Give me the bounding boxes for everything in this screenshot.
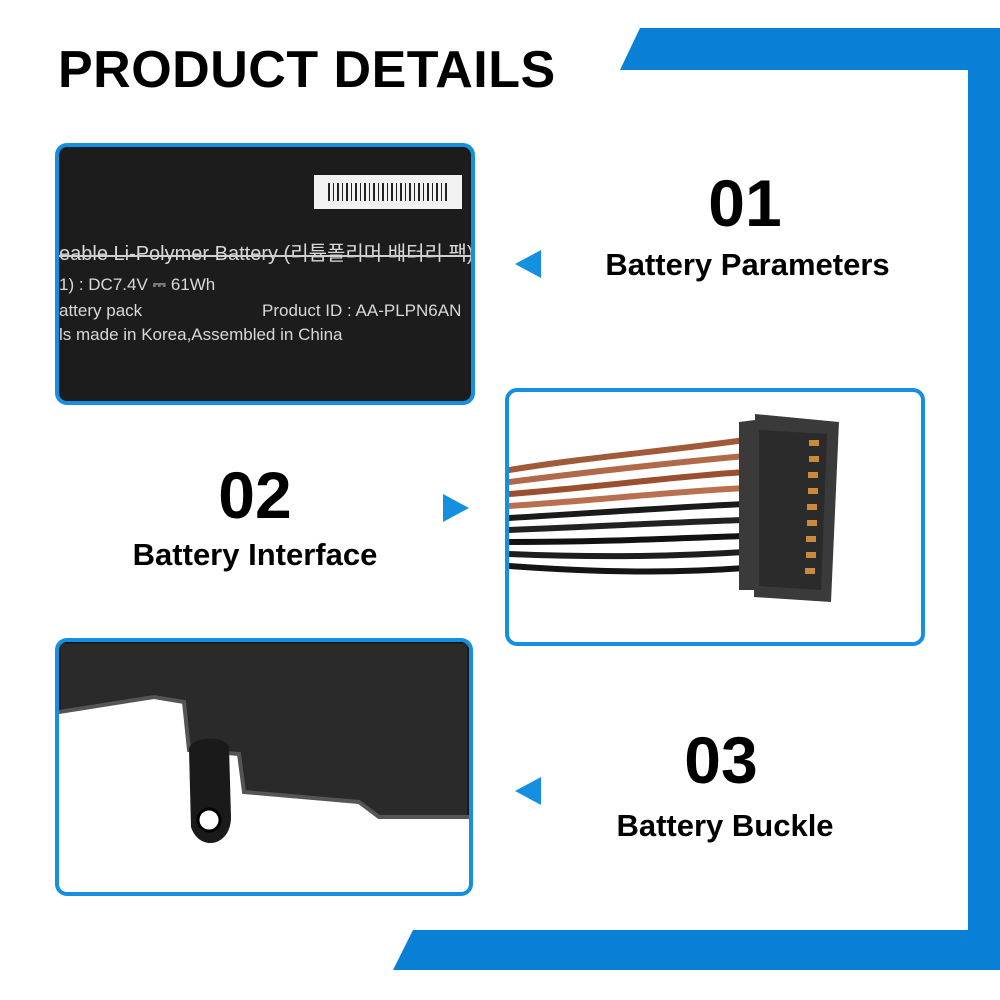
blue-frame-right xyxy=(968,28,1000,970)
label-line-4: ls made in Korea,Assembled in China xyxy=(59,325,343,344)
page-title: PRODUCT DETAILS xyxy=(58,41,556,99)
blue-frame-top xyxy=(620,28,1000,70)
label-line-1: eable Li-Polymer Battery (리튬폴리머 배터리 팩) xyxy=(59,243,474,265)
connector-cable-icon xyxy=(509,414,839,602)
battery-label-photo: eable Li-Polymer Battery (리튬폴리머 배터리 팩) 1… xyxy=(55,143,475,405)
barcode-sticker xyxy=(314,175,462,209)
section-number-03: 03 xyxy=(684,723,758,797)
arrow-right-icon xyxy=(443,494,469,522)
battery-buckle-photo xyxy=(55,638,473,896)
section-label-battery-interface: Battery Interface xyxy=(132,537,378,572)
arrow-left-icon xyxy=(515,250,541,278)
label-line-3-right: Product ID : AA-PLPN6AN xyxy=(262,301,462,320)
battery-interface-photo xyxy=(505,388,925,646)
label-divider xyxy=(59,255,471,257)
label-line-2: 1) : DC7.4V ⎓ 61Wh xyxy=(59,275,216,294)
section-label-battery-parameters: Battery Parameters xyxy=(605,247,890,282)
arrow-left-icon xyxy=(515,777,541,805)
barcode-icon xyxy=(328,183,448,201)
section-number-01: 01 xyxy=(708,166,782,240)
blue-frame-bottom xyxy=(393,930,1000,970)
buckle-icon xyxy=(59,642,469,844)
section-label-battery-buckle: Battery Buckle xyxy=(616,808,834,843)
label-line-3-left: attery pack xyxy=(59,301,143,320)
section-number-02: 02 xyxy=(218,458,292,532)
